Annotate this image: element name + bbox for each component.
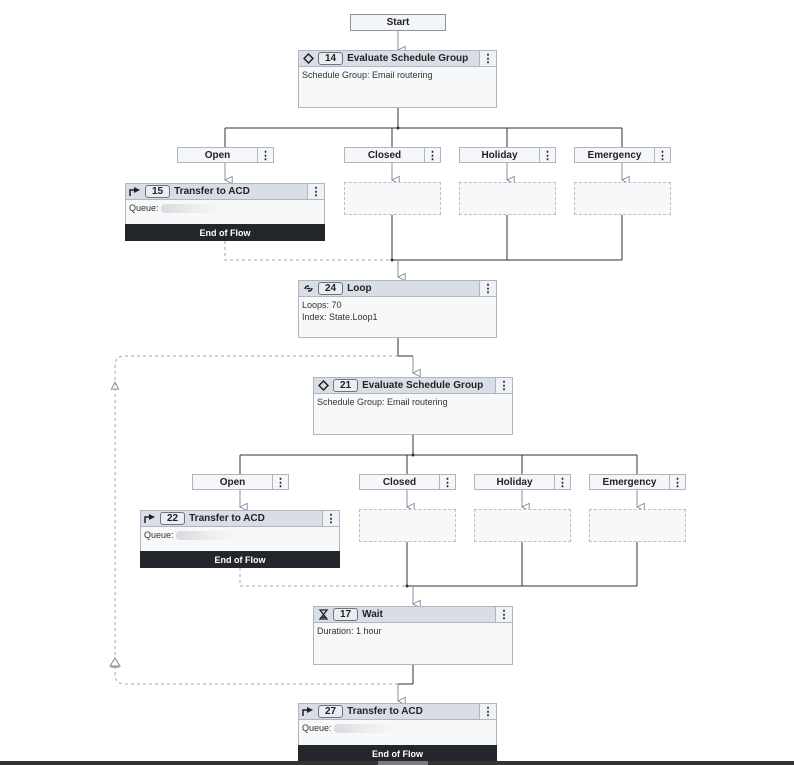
- transfer-icon: [143, 512, 157, 526]
- node-header: 21 Evaluate Schedule Group ⋮: [314, 378, 512, 394]
- node-header: 14 Evaluate Schedule Group ⋮: [299, 51, 496, 67]
- loop-node[interactable]: 24 Loop ⋮ Loops: 70 Index: State.Loop1: [298, 280, 497, 338]
- path-open[interactable]: Open ⋮: [192, 474, 289, 490]
- empty-path-slot[interactable]: [474, 509, 571, 542]
- diamond-icon: [316, 379, 330, 393]
- path-menu-button[interactable]: ⋮: [554, 475, 570, 489]
- empty-path-slot[interactable]: [459, 182, 556, 215]
- loop-index-text: Index: State.Loop1: [302, 312, 378, 322]
- start-label: Start: [386, 17, 410, 28]
- path-label-text: Holiday: [481, 149, 518, 161]
- schedule-group-text: Schedule Group: Email routering: [317, 397, 448, 407]
- scrollbar-thumb[interactable]: [378, 761, 428, 765]
- transfer-icon: [128, 185, 142, 199]
- node-menu-button[interactable]: ⋮: [495, 378, 512, 393]
- node-body: Loops: 70 Index: State.Loop1: [299, 297, 496, 325]
- transfer-to-acd-node[interactable]: 15 Transfer to ACD ⋮ Queue: End of Flow: [125, 183, 325, 241]
- node-number-badge: 17: [333, 608, 359, 621]
- empty-path-slot[interactable]: [589, 509, 686, 542]
- loops-count-text: Loops: 70: [302, 300, 342, 310]
- empty-path-slot[interactable]: [574, 182, 671, 215]
- node-number-badge: 21: [333, 379, 359, 392]
- node-number-badge: 27: [318, 705, 344, 718]
- evaluate-schedule-group-node[interactable]: 21 Evaluate Schedule Group ⋮ Schedule Gr…: [313, 377, 513, 435]
- node-menu-button[interactable]: ⋮: [495, 607, 512, 622]
- path-menu-button[interactable]: ⋮: [272, 475, 288, 489]
- queue-label: Queue:: [144, 530, 174, 540]
- node-body: Schedule Group: Email routering: [314, 394, 512, 410]
- path-emergency[interactable]: Emergency ⋮: [574, 147, 671, 163]
- redacted-queue-value: [334, 724, 393, 734]
- node-header: 27 Transfer to ACD ⋮: [299, 704, 496, 720]
- node-menu-button[interactable]: ⋮: [479, 51, 496, 66]
- node-number-badge: 15: [145, 185, 171, 198]
- node-body: Duration: 1 hour: [314, 623, 512, 639]
- empty-path-slot[interactable]: [344, 182, 441, 215]
- transfer-to-acd-node[interactable]: 27 Transfer to ACD ⋮ Queue: End of Flow: [298, 703, 497, 762]
- empty-path-slot[interactable]: [359, 509, 456, 542]
- node-number-badge: 24: [318, 282, 344, 295]
- node-header: 24 Loop ⋮: [299, 281, 496, 297]
- diamond-icon: [301, 52, 315, 66]
- transfer-to-acd-node[interactable]: 22 Transfer to ACD ⋮ Queue: End of Flow: [140, 510, 340, 568]
- node-title: Transfer to ACD: [189, 513, 265, 524]
- node-menu-button[interactable]: ⋮: [479, 281, 496, 296]
- path-closed[interactable]: Closed ⋮: [359, 474, 456, 490]
- redacted-queue-value: [176, 531, 235, 541]
- node-title: Transfer to ACD: [347, 706, 423, 717]
- loop-icon: [301, 282, 315, 296]
- path-holiday[interactable]: Holiday ⋮: [459, 147, 556, 163]
- node-menu-button[interactable]: ⋮: [307, 184, 324, 199]
- schedule-group-text: Schedule Group: Email routering: [302, 70, 433, 80]
- path-label-text: Open: [219, 476, 246, 488]
- node-menu-button[interactable]: ⋮: [479, 704, 496, 719]
- wait-node[interactable]: 17 Wait ⋮ Duration: 1 hour: [313, 606, 513, 665]
- path-menu-button[interactable]: ⋮: [539, 148, 555, 162]
- evaluate-schedule-group-node[interactable]: 14 Evaluate Schedule Group ⋮ Schedule Gr…: [298, 50, 497, 108]
- node-body: Queue:: [141, 527, 339, 543]
- path-emergency[interactable]: Emergency ⋮: [589, 474, 686, 490]
- end-of-flow-bar: End of Flow: [298, 745, 497, 762]
- path-label-text: Open: [204, 149, 231, 161]
- node-header: 15 Transfer to ACD ⋮: [126, 184, 324, 200]
- node-number-badge: 22: [160, 512, 186, 525]
- path-menu-button[interactable]: ⋮: [654, 148, 670, 162]
- redacted-queue-value: [161, 204, 220, 214]
- end-of-flow-bar: End of Flow: [140, 551, 340, 568]
- node-body: Schedule Group: Email routering: [299, 67, 496, 83]
- node-title: Evaluate Schedule Group: [347, 53, 469, 64]
- node-title: Evaluate Schedule Group: [362, 380, 484, 391]
- start-node[interactable]: Start: [350, 14, 446, 31]
- queue-label: Queue:: [302, 723, 332, 733]
- node-header: 17 Wait ⋮: [314, 607, 512, 623]
- node-body: Queue:: [299, 720, 496, 736]
- path-open[interactable]: Open ⋮: [177, 147, 274, 163]
- node-title: Transfer to ACD: [174, 186, 250, 197]
- path-holiday[interactable]: Holiday ⋮: [474, 474, 571, 490]
- path-label-text: Emergency: [587, 149, 642, 161]
- path-label-text: Emergency: [602, 476, 657, 488]
- node-number-badge: 14: [318, 52, 344, 65]
- path-menu-button[interactable]: ⋮: [424, 148, 440, 162]
- node-title: Wait: [362, 609, 383, 620]
- node-menu-button[interactable]: ⋮: [322, 511, 339, 526]
- queue-label: Queue:: [129, 203, 159, 213]
- path-label-text: Closed: [367, 149, 402, 161]
- path-label-text: Closed: [382, 476, 417, 488]
- duration-text: Duration: 1 hour: [317, 626, 382, 636]
- node-body: Queue:: [126, 200, 324, 216]
- path-menu-button[interactable]: ⋮: [257, 148, 273, 162]
- path-label-text: Holiday: [496, 476, 533, 488]
- path-closed[interactable]: Closed ⋮: [344, 147, 441, 163]
- hourglass-icon: [316, 608, 330, 622]
- path-menu-button[interactable]: ⋮: [669, 475, 685, 489]
- path-menu-button[interactable]: ⋮: [439, 475, 455, 489]
- node-header: 22 Transfer to ACD ⋮: [141, 511, 339, 527]
- transfer-icon: [301, 705, 315, 719]
- node-title: Loop: [347, 283, 372, 294]
- end-of-flow-bar: End of Flow: [125, 224, 325, 241]
